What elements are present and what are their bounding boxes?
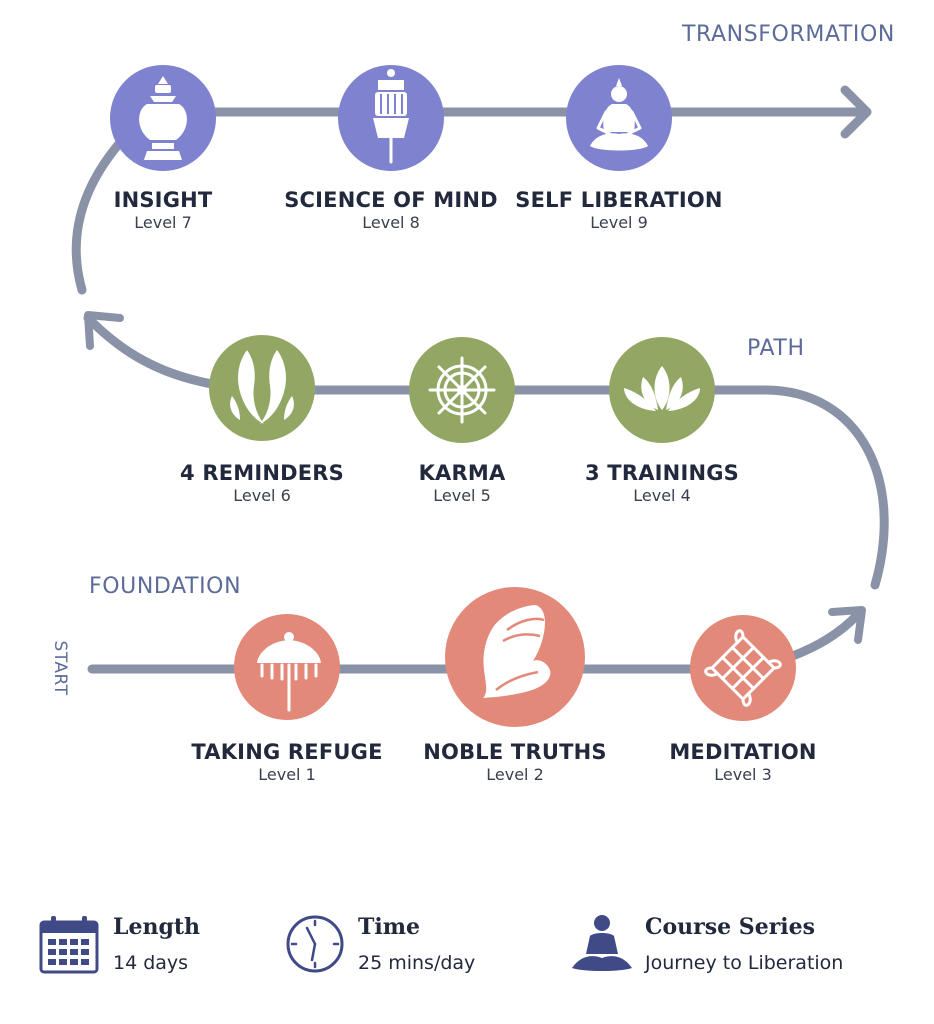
meditating-buddha-icon [590, 78, 648, 151]
level-1-node[interactable]: TAKING REFUGE Level 1 [191, 614, 382, 784]
parasol-icon [257, 632, 321, 712]
level-4-title: 3 TRAININGS [585, 461, 739, 485]
level-6-label: Level 6 [233, 486, 291, 505]
level-3-label: Level 3 [714, 765, 772, 784]
level-4-node[interactable]: 3 TRAININGS Level 4 [585, 337, 739, 505]
meditation-person-icon [572, 915, 632, 971]
level-3-node[interactable]: MEDITATION Level 3 [669, 615, 816, 784]
level-6-title: 4 REMINDERS [180, 461, 344, 485]
learning-path-diagram: TRANSFORMATION PATH FOUNDATION START TAK… [50, 22, 895, 784]
lotus-icon [624, 366, 700, 411]
level-8-title: SCIENCE OF MIND [284, 188, 498, 212]
foundation-label: FOUNDATION [89, 574, 241, 599]
foundation-arrowhead [828, 606, 866, 644]
start-label: START [50, 641, 70, 696]
level-1-title: TAKING REFUGE [191, 740, 382, 764]
level-8-node[interactable]: SCIENCE OF MIND Level 8 [284, 65, 498, 232]
level-5-node[interactable]: KARMA Level 5 [409, 337, 515, 505]
level-3-circle [690, 615, 796, 721]
dharma-wheel-icon [428, 356, 496, 424]
level-1-label: Level 1 [258, 765, 316, 784]
level-4-label: Level 4 [633, 486, 691, 505]
level-7-title: INSIGHT [114, 188, 213, 212]
path-right-curve [657, 385, 889, 590]
level-1-circle [234, 614, 340, 720]
length-title: Length [113, 914, 201, 940]
level-8-label: Level 8 [362, 213, 420, 232]
level-2-label: Level 2 [486, 765, 544, 784]
transformation-label: TRANSFORMATION [681, 22, 895, 47]
level-7-label: Level 7 [134, 213, 192, 232]
path-arrowhead [84, 311, 124, 350]
calendar-icon [39, 916, 99, 974]
level-2-node[interactable]: NOBLE TRUTHS Level 2 [423, 587, 607, 784]
clock-icon [286, 915, 344, 973]
level-6-node[interactable]: 4 REMINDERS Level 6 [180, 335, 344, 505]
treasure-vase-icon [139, 76, 187, 160]
series-title: Course Series [645, 914, 816, 940]
level-2-title: NOBLE TRUTHS [423, 740, 606, 764]
level-9-title: SELF LIBERATION [515, 188, 722, 212]
transformation-arrowhead [840, 85, 872, 139]
time-title: Time [358, 914, 421, 940]
length-value: 14 days [113, 952, 189, 974]
time-info: Time 25 mins/day [283, 912, 523, 982]
victory-banner-icon [373, 69, 409, 164]
level-7-node[interactable]: INSIGHT Level 7 [110, 65, 216, 232]
course-info-bar: Length 14 days Time 25 mins/day Course S… [0, 900, 934, 1000]
course-series-info: Course Series Journey to Liberation [570, 912, 910, 982]
level-6-circle [209, 335, 315, 441]
path-label: PATH [747, 336, 805, 361]
conch-shell-icon [483, 605, 551, 698]
length-info: Length 14 days [38, 912, 238, 982]
series-value: Journey to Liberation [645, 952, 844, 974]
golden-fish-icon [230, 350, 294, 424]
level-5-label: Level 5 [433, 486, 491, 505]
endless-knot-icon [704, 629, 782, 707]
level-5-title: KARMA [419, 461, 506, 485]
level-9-node[interactable]: SELF LIBERATION Level 9 [515, 65, 723, 232]
time-value: 25 mins/day [358, 952, 476, 974]
level-3-title: MEDITATION [669, 740, 816, 764]
level-9-label: Level 9 [590, 213, 648, 232]
